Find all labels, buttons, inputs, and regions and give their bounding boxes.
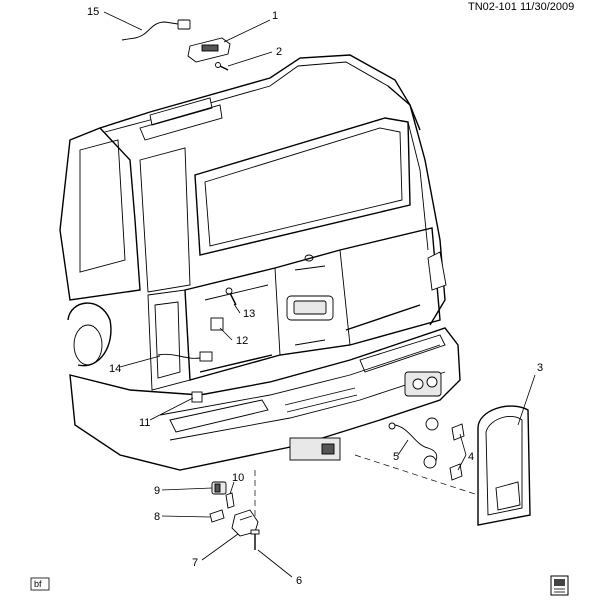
step-pad bbox=[169, 334, 446, 433]
book-icon bbox=[550, 575, 569, 596]
part-6-bolt bbox=[250, 529, 260, 550]
callout-2: 2 bbox=[276, 46, 282, 58]
callout-8: 8 bbox=[154, 511, 160, 523]
part-9-sensor bbox=[211, 481, 227, 495]
diagram-code: TN02-101 bbox=[468, 1, 517, 13]
callout-13: 13 bbox=[243, 308, 255, 320]
part-3-tail-lamp bbox=[477, 405, 531, 526]
callout-6: 6 bbox=[296, 575, 302, 587]
leader-lines bbox=[103, 11, 536, 578]
footer-tag-text: bf bbox=[34, 579, 42, 589]
callout-15: 15 bbox=[87, 6, 99, 18]
part-2-screw bbox=[215, 62, 229, 71]
part-14-connector bbox=[157, 351, 213, 362]
part-10-clip bbox=[225, 492, 235, 509]
part-15-wire-harness bbox=[121, 19, 191, 41]
callout-5: 5 bbox=[393, 451, 399, 463]
callout-14: 14 bbox=[109, 363, 121, 375]
part-5-socket-harness bbox=[388, 417, 439, 469]
callout-1: 1 bbox=[272, 10, 278, 22]
part-1-lamp bbox=[187, 37, 231, 63]
part-11-bracket bbox=[191, 391, 203, 403]
vehicle-rear-body bbox=[59, 54, 461, 471]
callout-3: 3 bbox=[537, 362, 543, 374]
callout-labels: 1 2 3 4 5 6 7 8 9 10 11 12 13 14 15 bbox=[87, 6, 543, 587]
part-13-bolt bbox=[225, 287, 237, 306]
callout-11: 11 bbox=[139, 417, 150, 429]
callout-7: 7 bbox=[192, 557, 198, 569]
footer-tag: bf bbox=[30, 577, 50, 591]
callout-9: 9 bbox=[154, 485, 160, 497]
part-4-bulbs bbox=[449, 423, 465, 481]
callout-10: 10 bbox=[232, 472, 244, 484]
part-8-retainer bbox=[209, 509, 225, 523]
diagram-date: 11/30/2009 bbox=[520, 1, 574, 13]
callout-12: 12 bbox=[236, 335, 248, 347]
callout-4: 4 bbox=[468, 451, 474, 463]
part-12-clip bbox=[210, 317, 224, 331]
hitch-receiver bbox=[289, 437, 341, 461]
